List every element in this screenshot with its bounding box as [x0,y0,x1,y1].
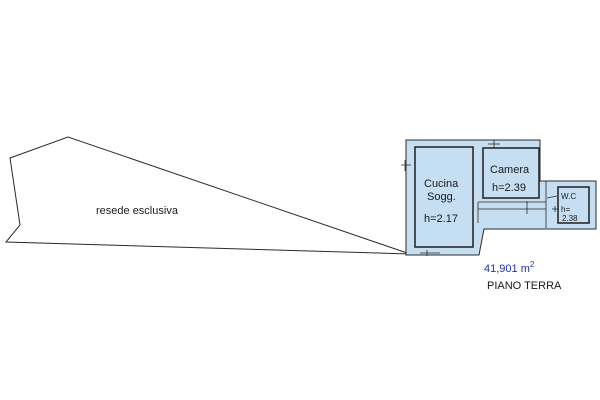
room-cucina-height: h=2.17 [424,213,458,225]
room-camera [482,147,540,199]
area-value: 41,901 m2 [484,260,535,275]
area-number: 41,901 m [484,263,530,275]
area-unit-superscript: 2 [530,260,535,269]
room-camera-label: Camera [490,164,530,176]
room-cucina [414,146,474,248]
room-cucina-label: Cucina [424,178,459,190]
corridor-lines [477,181,547,228]
door-markers [401,140,559,256]
room-camera-height: h=2.39 [492,182,526,194]
room-wc-height-2: 2.38 [562,214,578,223]
room-wc-height-1: h= [561,205,570,214]
yard-outline [4,136,411,255]
room-wc [557,186,590,224]
yard-label: resede esclusiva [96,205,179,217]
room-cucina-label-2: Sogg. [427,191,456,203]
floor-label: PIANO TERRA [487,280,562,292]
room-wc-label: W.C [561,192,576,201]
